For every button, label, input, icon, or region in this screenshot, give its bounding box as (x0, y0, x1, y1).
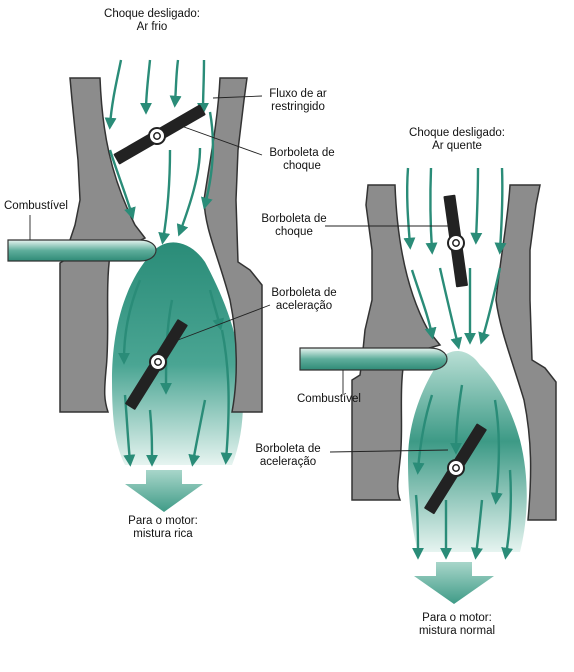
right-housing-right-wall (495, 184, 557, 521)
left-air-flow-label-line2: restringido (271, 101, 325, 113)
left-throttle-leader (177, 304, 271, 341)
right-choke-valve-label-line1: Borboleta de (261, 213, 327, 225)
left-air-arrows (104, 59, 233, 467)
right-output-label: Para o motor: mistura normal (402, 612, 512, 638)
left-air-flow-label-line1: Fluxo de ar (269, 88, 327, 100)
right-throttle-valve-label: Borboleta de aceleração (246, 443, 330, 469)
right-carburetor (299, 167, 557, 604)
right-choke-valve (443, 194, 468, 288)
right-choke-valve-label: Borboleta de choque (252, 213, 336, 239)
left-output-label-line2: mistura rica (133, 528, 193, 540)
left-choke-valve-label: Borboleta de choque (260, 147, 344, 173)
left-air-flow-leader (212, 95, 263, 99)
right-throttle-valve (424, 423, 487, 515)
right-output-label-line1: Para o motor: (422, 612, 492, 624)
left-choke-leader (183, 126, 263, 156)
left-air-flow-label: Fluxo de ar restringido (258, 88, 338, 114)
right-throttle-leader (329, 449, 449, 453)
left-choke-valve-label-line1: Borboleta de (269, 147, 335, 159)
left-fuel-label: Combustível (4, 200, 68, 212)
left-throttle-valve-label-line1: Borboleta de (271, 287, 337, 299)
right-housing-left-wall (351, 184, 442, 501)
right-title-line2: Ar quente (432, 140, 482, 152)
left-mixture-cloud (112, 242, 244, 465)
right-throttle-valve-label-line1: Borboleta de (255, 443, 321, 455)
left-title-line2: Ar frio (136, 21, 168, 33)
right-title: Choque desligado: Ar quente (392, 127, 522, 153)
right-air-arrows (403, 167, 514, 560)
right-throttle-valve-label-line2: aceleração (259, 456, 317, 468)
left-choke-valve-label-line2: choque (283, 160, 321, 172)
left-choke-valve (113, 104, 206, 165)
right-title-line1: Choque desligado: (409, 127, 505, 139)
right-output-arrow (414, 562, 494, 604)
right-fuel-label: Combustível (297, 393, 361, 405)
left-throttle-valve (125, 319, 188, 410)
right-choke-valve-label-line2: choque (275, 226, 313, 238)
left-throttle-valve-label-line2: aceleração (275, 300, 333, 312)
left-throttle-valve-label: Borboleta de aceleração (262, 287, 346, 313)
right-output-label-line2: mistura normal (418, 625, 496, 637)
left-output-arrow (125, 470, 203, 512)
right-fuel-pipe (299, 347, 448, 371)
left-carburetor (7, 59, 271, 512)
left-title: Choque desligado: Ar frio (92, 8, 212, 34)
left-output-label: Para o motor: mistura rica (108, 515, 218, 541)
left-title-line1: Choque desligado: (104, 8, 200, 20)
left-output-label-line1: Para o motor: (128, 515, 198, 527)
left-fuel-pipe (7, 239, 157, 262)
